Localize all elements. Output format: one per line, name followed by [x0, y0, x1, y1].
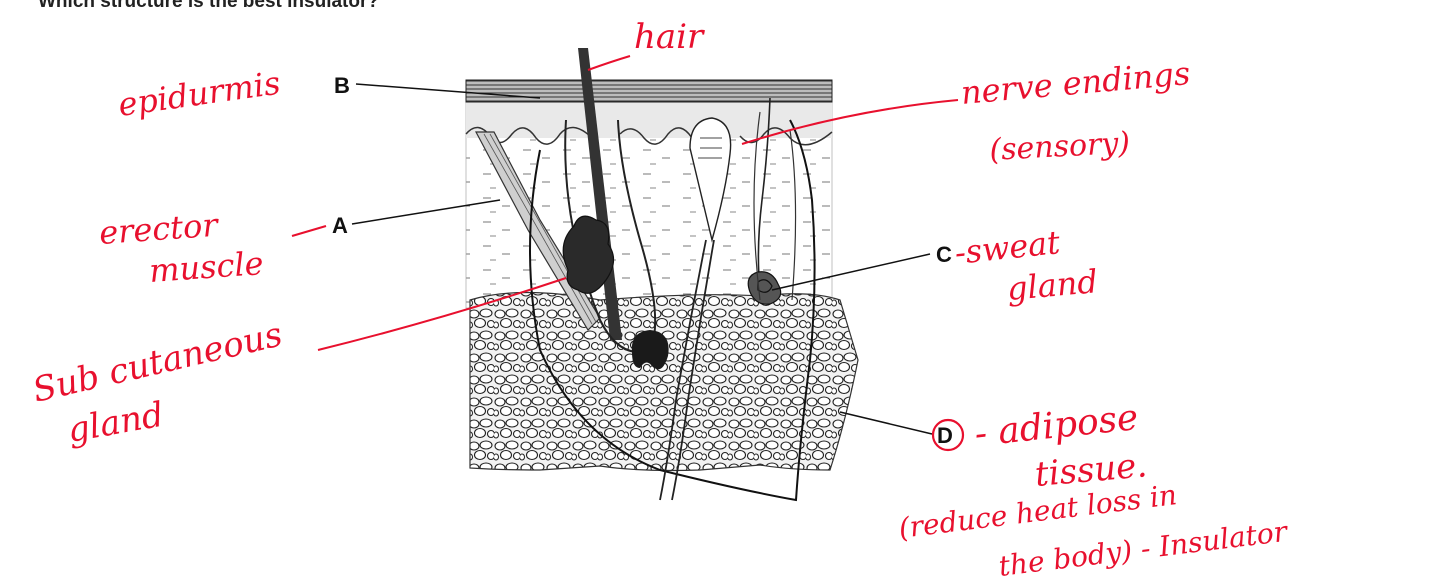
epidermis-layer	[466, 80, 832, 102]
label-c: C	[936, 242, 952, 267]
annotation-epidermis: epidurmis	[116, 64, 283, 124]
label-b: B	[334, 73, 350, 98]
hair-pointer	[588, 56, 630, 70]
annotation-nerve-2: (sensory)	[989, 126, 1131, 168]
annotation-nerve-1: nerve endings	[959, 54, 1191, 112]
leader-d	[840, 412, 932, 434]
hair-bulb	[632, 330, 669, 369]
annotation-sweat-1: -sweat	[953, 223, 1062, 272]
erector-pointer	[292, 226, 326, 236]
annotation-subcutaneous-2: gland	[65, 395, 167, 451]
papillary-layer	[466, 98, 832, 138]
annotation-hair: hair	[634, 17, 705, 57]
label-d: D	[937, 423, 953, 448]
label-a: A	[332, 213, 348, 238]
annotation-sweat-2: gland	[1005, 262, 1099, 308]
annotation-erector-1: erector	[98, 206, 221, 252]
annotation-erector-2: muscle	[148, 244, 265, 290]
annotation-adipose-1: - adipose	[973, 397, 1141, 455]
